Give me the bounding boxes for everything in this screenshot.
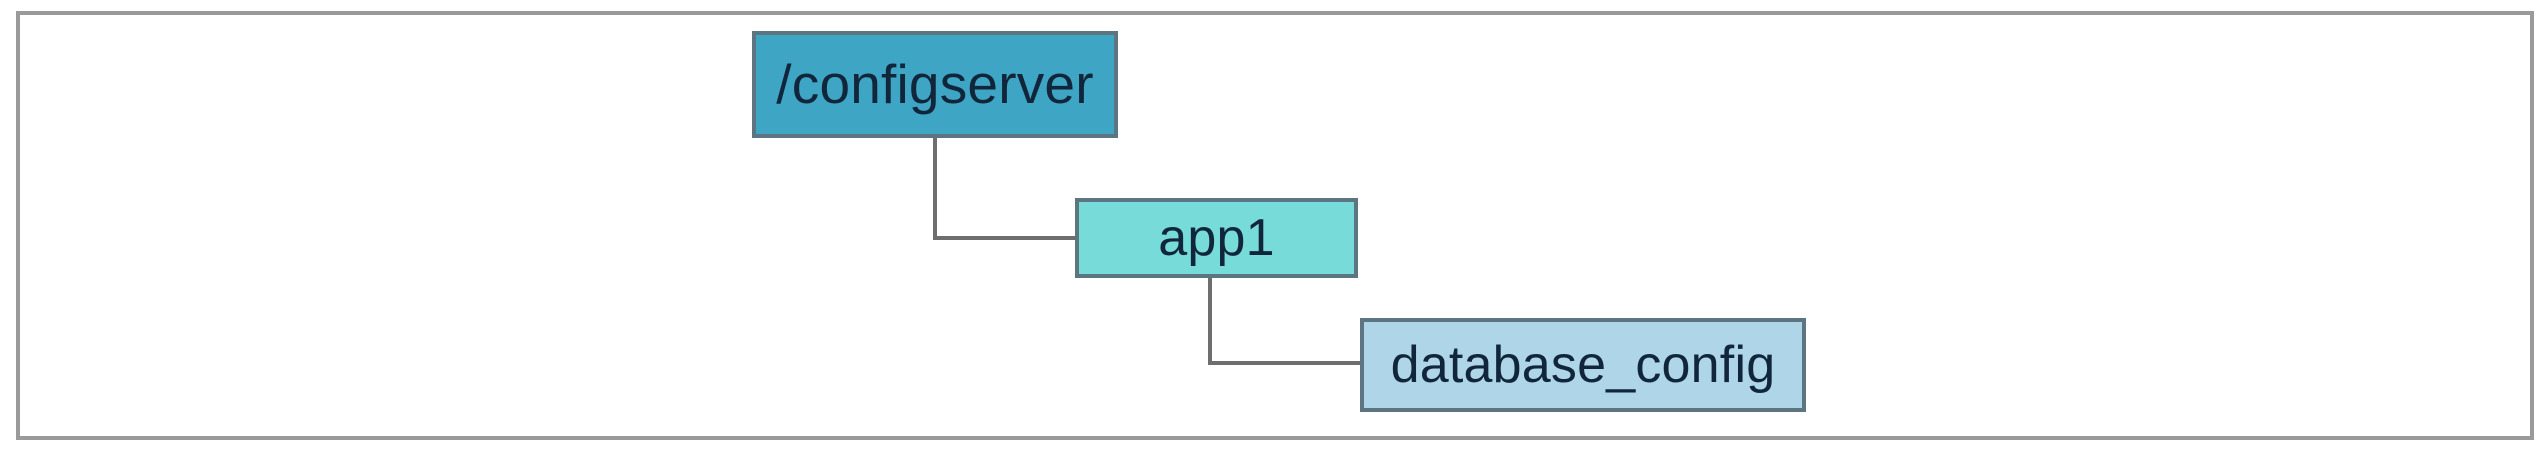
edge-app1-to-database-config bbox=[1208, 278, 1360, 365]
tree-node-configserver[interactable]: /configserver bbox=[752, 31, 1118, 138]
tree-node-label: /configserver bbox=[776, 53, 1094, 115]
tree-node-app1[interactable]: app1 bbox=[1075, 198, 1358, 278]
tree-node-label: app1 bbox=[1158, 209, 1275, 267]
tree-node-label: database_config bbox=[1390, 336, 1776, 394]
tree-node-database-config[interactable]: database_config bbox=[1360, 318, 1806, 412]
edge-configserver-to-app1 bbox=[933, 138, 1075, 240]
